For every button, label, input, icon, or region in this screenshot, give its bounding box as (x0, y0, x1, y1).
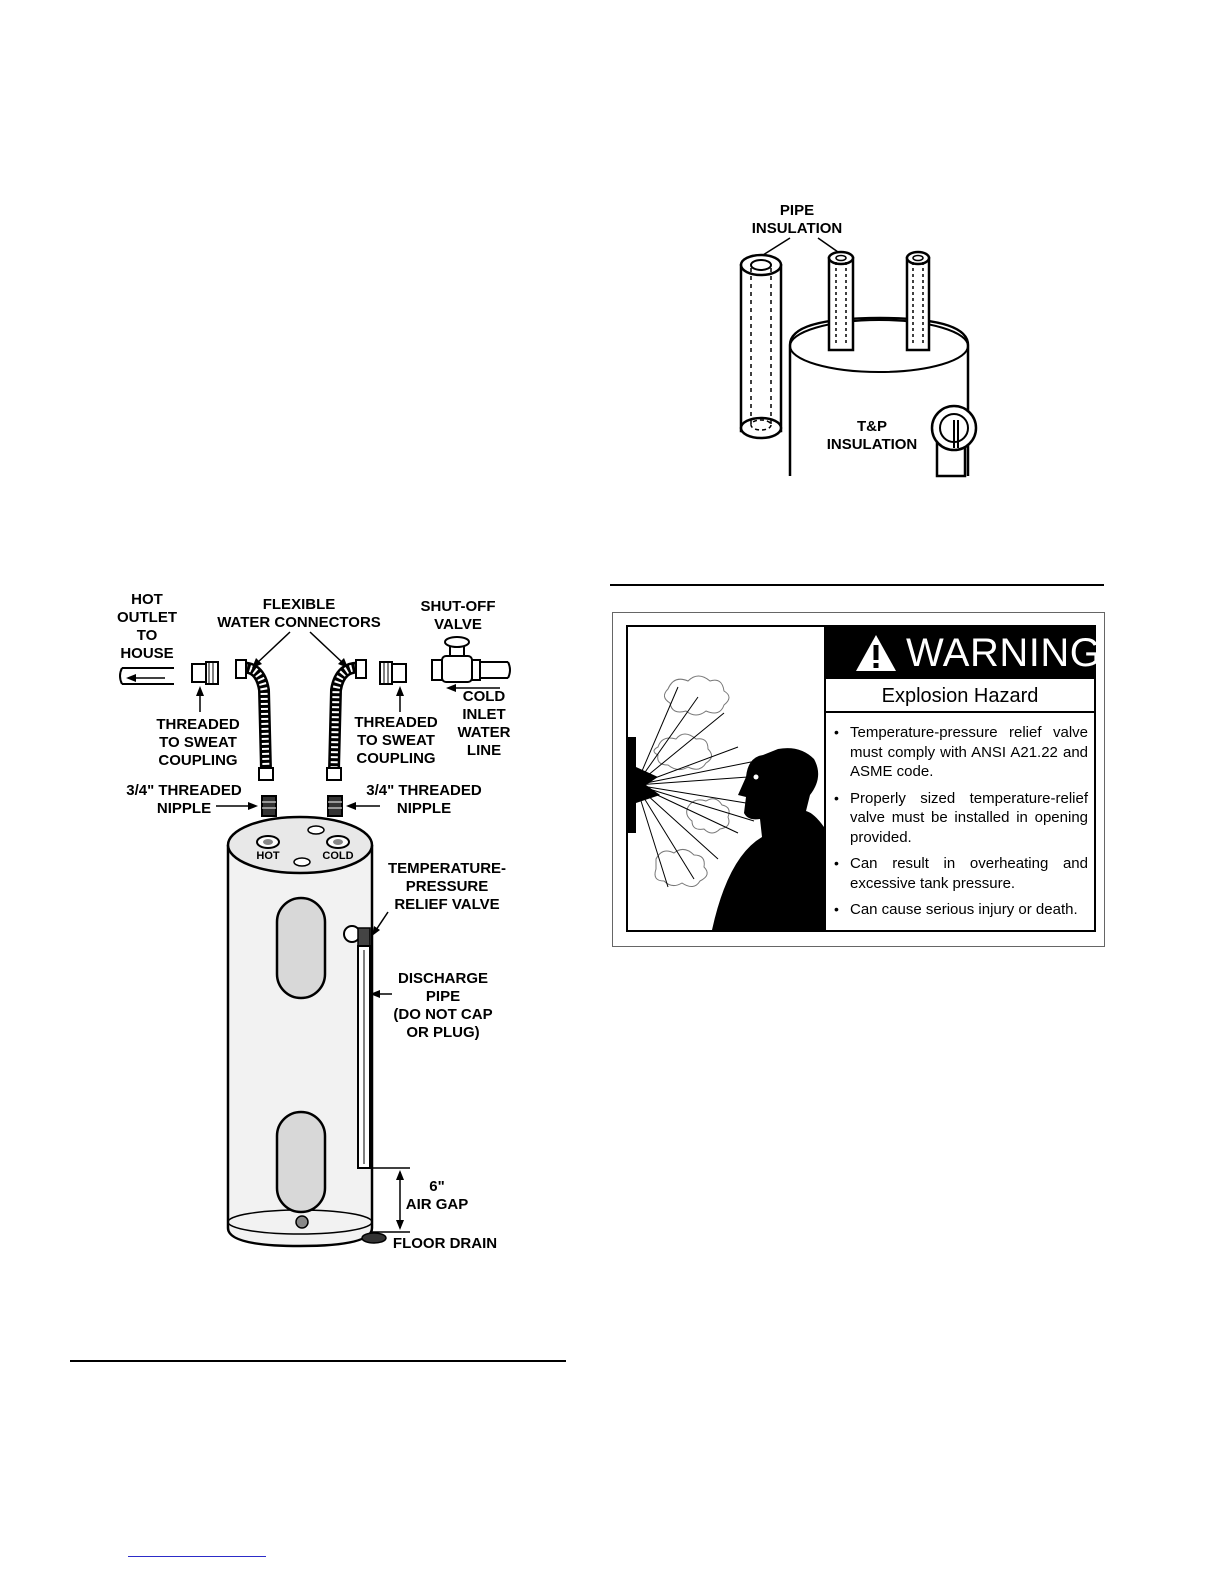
warning-divider (824, 627, 826, 930)
air-gap-label: 6" AIR GAP (405, 1178, 469, 1213)
list-item: •Temperature-pressure relief valve must … (834, 724, 1088, 780)
flexible-connectors-label: FLEXIBLE WATER CONNECTORS (217, 596, 381, 631)
relief-valve-label: TEMPERATURE- PRESSURE RELIEF VALVE (387, 860, 507, 913)
nipple-right-label: 3/4" THREADED NIPPLE (366, 782, 482, 817)
coupling-right-label: THREADED TO SWEAT COUPLING (354, 714, 438, 767)
coupling-left-label: THREADED TO SWEAT COUPLING (156, 716, 240, 769)
warning-label-frame: WARNING Explosion Hazard •Temperature-pr… (626, 625, 1101, 932)
floor-drain-label: FLOOR DRAIN (392, 1235, 498, 1252)
list-item: •Can result in overheating and excessive… (834, 855, 1088, 892)
cold-inlet-label: COLD INLET WATER LINE (457, 688, 511, 759)
hot-outlet-label: HOT OUTLET TO HOUSE (117, 591, 177, 662)
section-divider-left (70, 1360, 566, 1362)
warning-subtitle: Explosion Hazard (826, 679, 1094, 713)
section-divider-right (610, 584, 1104, 586)
list-item: •Can cause serious injury or death. (834, 901, 1078, 918)
cold-port-label: COLD (322, 850, 354, 862)
nipple-left-label: 3/4" THREADED NIPPLE (126, 782, 242, 817)
warning-list: •Temperature-pressure relief valve must … (826, 723, 1088, 927)
hot-port-label: HOT (256, 850, 280, 862)
alert-triangle-icon (856, 635, 896, 671)
list-item: •Properly sized temperature-relief valve… (834, 789, 1088, 846)
discharge-pipe-label: DISCHARGE PIPE (DO NOT CAP OR PLUG) (393, 970, 493, 1041)
explosion-person-illustration (628, 675, 824, 930)
tp-insulation-label: T&P INSULATION (826, 418, 918, 453)
footer-link[interactable] (128, 1556, 266, 1557)
shutoff-valve-label: SHUT-OFF VALVE (420, 598, 496, 633)
warning-title: WARNING (906, 631, 1102, 675)
warning-label: WARNING Explosion Hazard •Temperature-pr… (612, 612, 1105, 947)
pipe-insulation-label: PIPE INSULATION (751, 202, 843, 237)
warning-header: WARNING (826, 627, 1101, 679)
